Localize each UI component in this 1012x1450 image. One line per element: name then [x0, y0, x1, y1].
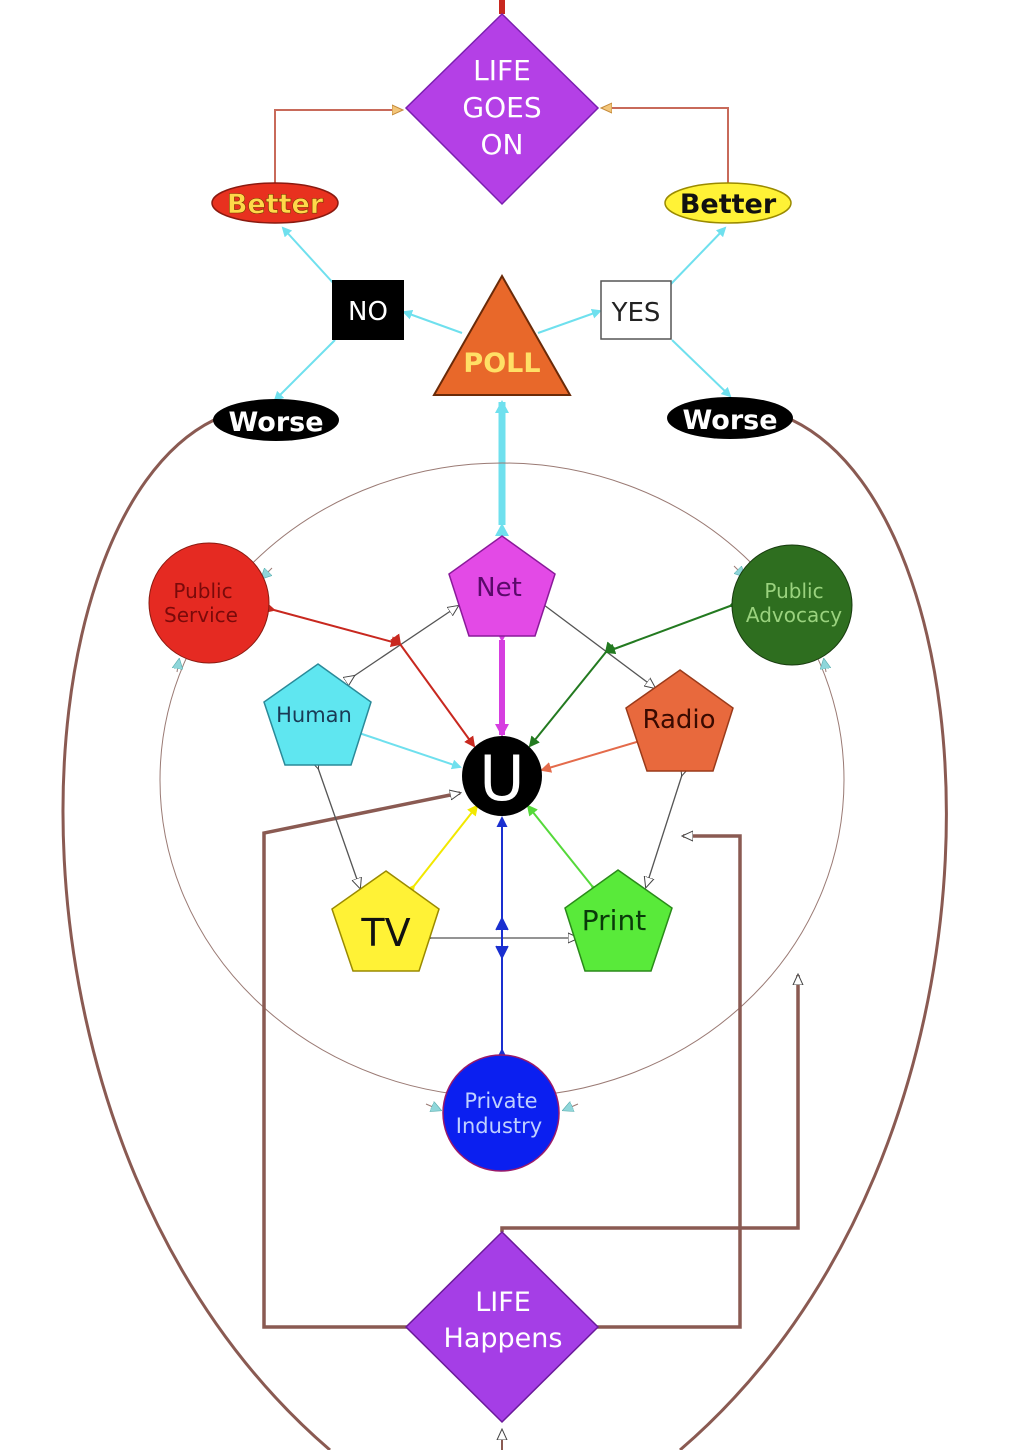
radio-label: Radio [642, 705, 715, 735]
no-to-worse-connector [273, 339, 336, 402]
connectors [61, 0, 948, 1450]
better-right-node: Better [664, 182, 792, 224]
worse-left-label: Worse [228, 407, 323, 438]
u-node: U [462, 736, 542, 816]
public-service-label-line1: Public [173, 579, 232, 603]
life-happens-to-advocacy-connector [500, 975, 798, 1232]
human-u-connector [352, 726, 462, 770]
public-advocacy-label-line2: Advocacy [746, 603, 842, 627]
radio-node: Radio [625, 669, 734, 772]
human-label: Human [276, 703, 352, 727]
public-advocacy-label-line1: Public [764, 579, 823, 603]
outer-loop-left [61, 418, 331, 1450]
life-happens-to-u-connector [262, 793, 460, 1329]
outer-loop-right [679, 418, 948, 1450]
print-u-connector [526, 804, 602, 897]
no-node: NO [332, 280, 404, 340]
poll-node: POLL [432, 273, 572, 396]
better-left-to-life-connector [274, 110, 402, 185]
life-happens-label-line2: Happens [444, 1323, 563, 1354]
junction-u-green-connector [528, 641, 616, 748]
worse-left-node: Worse [213, 399, 339, 441]
tv-label: TV [360, 911, 410, 955]
tv-u-connector [404, 804, 479, 897]
public-advocacy-node: Public Advocacy [731, 544, 853, 666]
life-happens-label-line1: LIFE [475, 1287, 531, 1318]
better-right-label: Better [680, 189, 777, 220]
yes-node: YES [600, 280, 672, 340]
private-industry-node: Private Industry [442, 1054, 560, 1172]
no-label: NO [348, 297, 388, 327]
better-left-node: Better [211, 182, 339, 224]
human-node: Human [263, 663, 372, 766]
poll-label: POLL [463, 348, 540, 379]
no-to-better-connector [281, 226, 336, 286]
human-tv-connector [318, 768, 360, 888]
radio-u-connector [540, 733, 651, 773]
life-goes-on-label-line1: LIFE [473, 54, 531, 87]
worse-right-label: Worse [682, 405, 777, 436]
yes-label: YES [611, 298, 661, 328]
poll-to-yes-connector [537, 308, 602, 334]
junction-u-red-connector [390, 633, 476, 748]
print-node: Print [564, 869, 673, 972]
life-goes-on-label-line2: GOES [462, 91, 541, 124]
life-goes-on-node: LIFE GOES ON [404, 12, 600, 206]
public-service-junction-connector [263, 602, 402, 647]
radio-print-connector [646, 775, 682, 887]
life-goes-on-label-line3: ON [481, 128, 524, 161]
private-industry-label-line2: Industry [456, 1114, 542, 1138]
human-net-connector [354, 606, 458, 676]
yes-to-better-connector [669, 226, 727, 286]
net-label: Net [476, 573, 522, 603]
public-service-label-line2: Service [164, 603, 238, 627]
u-label: U [479, 742, 524, 815]
public-advocacy-junction-connector [604, 597, 741, 655]
life-happens-to-radio-connector [596, 836, 742, 1329]
net-radio-connector [544, 605, 655, 688]
public-service-node: Public Service [148, 542, 270, 664]
better-left-label: Better [227, 189, 324, 220]
private-industry-label-line1: Private [464, 1089, 537, 1113]
better-right-to-life-connector [602, 108, 729, 185]
net-node: Net [448, 535, 556, 637]
poll-to-no-connector [402, 310, 463, 334]
worse-right-node: Worse [667, 397, 793, 439]
yes-to-worse-connector [671, 339, 732, 398]
print-label: Print [582, 904, 646, 937]
tv-node: TV [331, 870, 440, 972]
life-happens-node: LIFE Happens [404, 1230, 600, 1424]
